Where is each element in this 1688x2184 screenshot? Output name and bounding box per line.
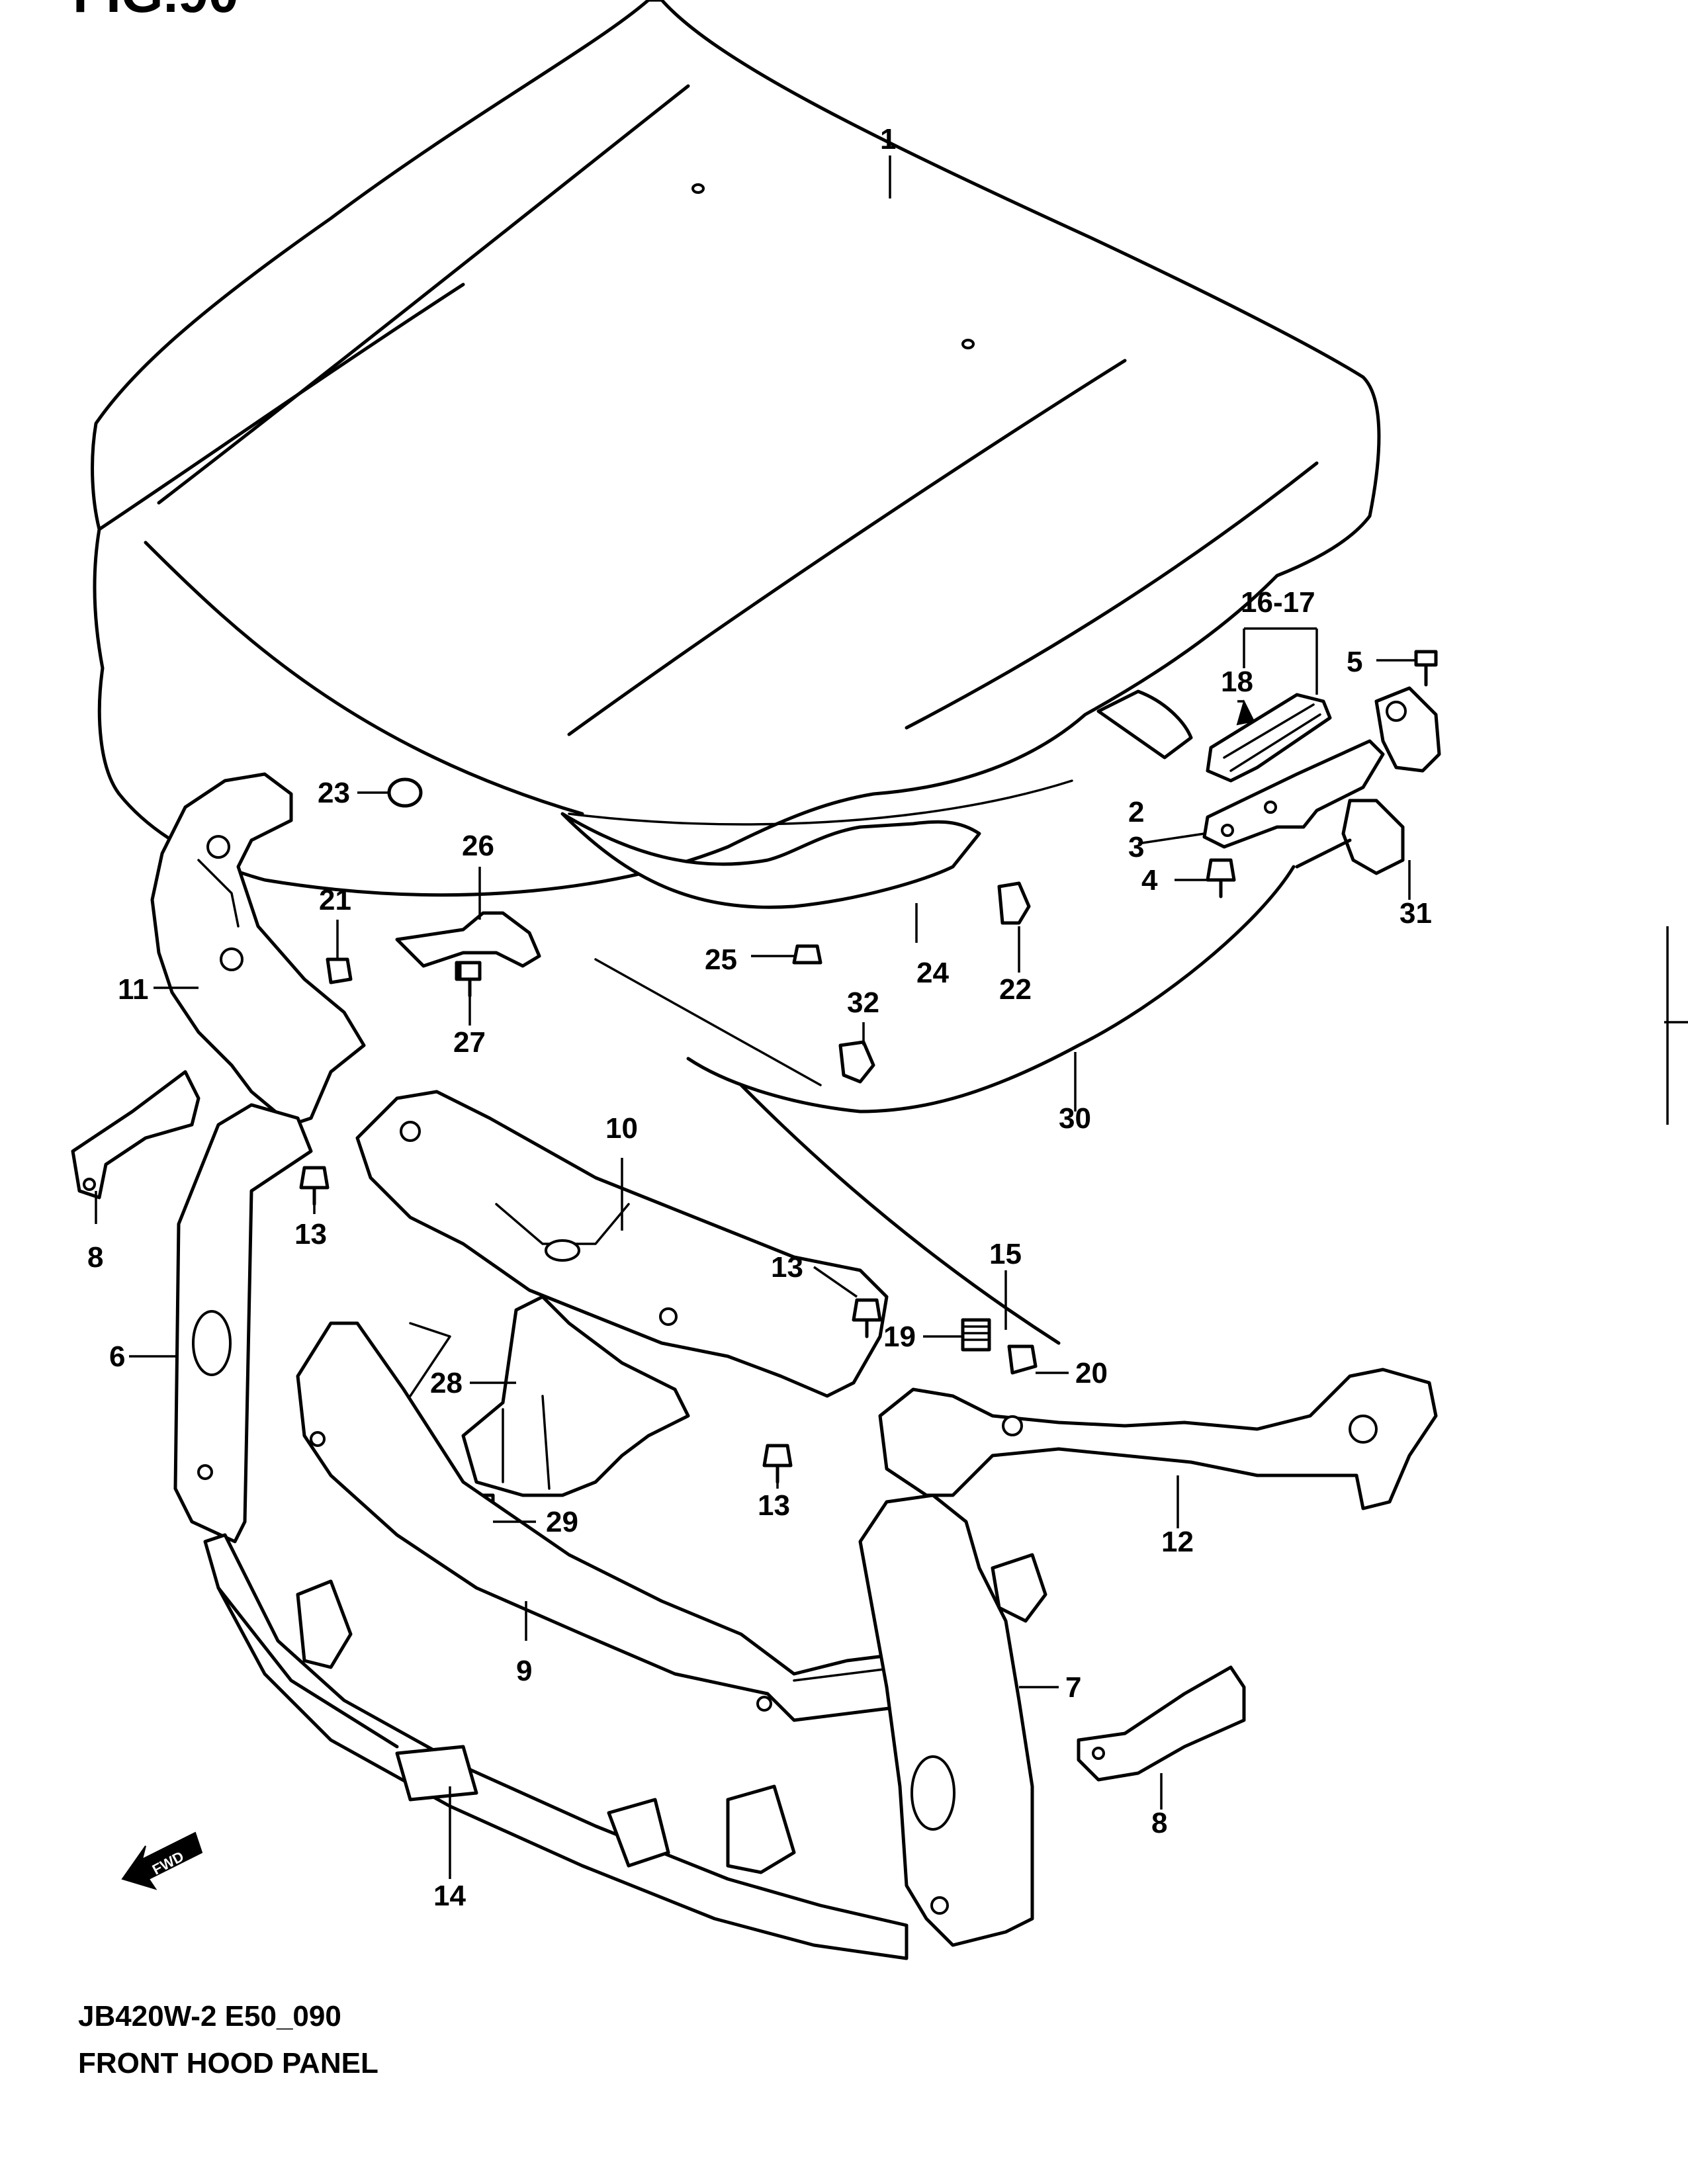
callout-9: 9 [516,1655,532,1687]
part-hood-latch [1295,799,1405,875]
part-upper-member-left [150,772,366,1127]
part-hood [91,0,1381,909]
part-bracket-left [71,1070,200,1200]
part-cushion-23 [387,777,423,808]
callout-6: 6 [109,1340,125,1373]
part-hood-lock-assy [1206,686,1441,783]
callout-32: 32 [847,986,879,1019]
part-striker [1236,699,1255,726]
part-bolt-27 [458,961,482,998]
callout-22: 22 [999,973,1032,1006]
leader-lines [95,155,1416,1879]
callout-1: 1 [880,123,896,155]
part-bolt-13b [852,1298,882,1338]
callout-21: 21 [319,884,351,916]
part-hood-hinge [1202,739,1385,849]
callout-3: 3 [1128,831,1144,863]
crop-mark [1664,926,1688,1125]
callout-labels: 1 2 3 4 5 6 7 8 8 9 10 11 12 13 13 13 14… [87,123,1432,1912]
callout-10: 10 [605,1112,638,1145]
part-side-member-left [173,1103,313,1544]
callout-24: 24 [916,957,949,989]
callout-18: 18 [1221,666,1253,698]
callout-13a: 13 [294,1218,327,1250]
part-clip-20 [1007,1344,1038,1375]
part-lock-bracket [461,1295,690,1497]
part-lower-rail [203,1533,909,1960]
part-bolt-13c [762,1444,793,1484]
callout-25: 25 [705,943,737,976]
fwd-arrow-icon: FWD [121,1831,203,1890]
callout-8-right: 8 [1151,1807,1167,1839]
part-bolt-5 [1414,650,1438,687]
callout-8-left: 8 [87,1241,103,1274]
diagram-title: FRONT HOOD PANEL [78,2047,378,2079]
part-hood-bumper-19 [961,1318,991,1352]
callout-15: 15 [989,1238,1022,1270]
part-upper-member-right [878,1368,1438,1510]
model-code: JB420W-2 E50_090 [78,2000,341,2032]
part-bolt-13a [299,1166,330,1206]
part-bracket-right [1077,1665,1246,1782]
part-grommet-25 [792,944,822,965]
callout-29: 29 [546,1506,578,1538]
callout-16-17: 16-17 [1241,586,1315,619]
callout-5: 5 [1347,646,1362,678]
callout-14: 14 [433,1880,466,1912]
part-clip-22 [997,881,1031,925]
part-hood-stay [739,1083,1061,1345]
callout-13b: 13 [771,1251,803,1284]
callout-20: 20 [1075,1357,1108,1389]
callout-23: 23 [318,777,350,809]
callout-2: 2 [1128,796,1144,828]
callout-11: 11 [118,973,149,1006]
callout-26: 26 [462,830,494,862]
figure-title: FIG.90 [73,0,239,24]
part-bolt-4 [1206,858,1236,898]
callout-7: 7 [1065,1671,1081,1704]
part-clip-32 [838,1040,875,1084]
callout-28: 28 [430,1367,463,1399]
part-hood-stay-rod [594,958,822,1086]
callout-19: 19 [883,1321,916,1353]
callout-12: 12 [1161,1526,1194,1558]
callout-13c: 13 [758,1489,790,1522]
part-release-cable [686,865,1296,1114]
callout-31: 31 [1399,897,1432,930]
part-cushion-21 [326,957,353,984]
part-side-member-right [858,1493,1047,1947]
part-upper-crossmember [355,1090,889,1398]
callout-27: 27 [453,1026,486,1059]
callout-4: 4 [1141,864,1158,896]
callout-30: 30 [1059,1102,1091,1135]
